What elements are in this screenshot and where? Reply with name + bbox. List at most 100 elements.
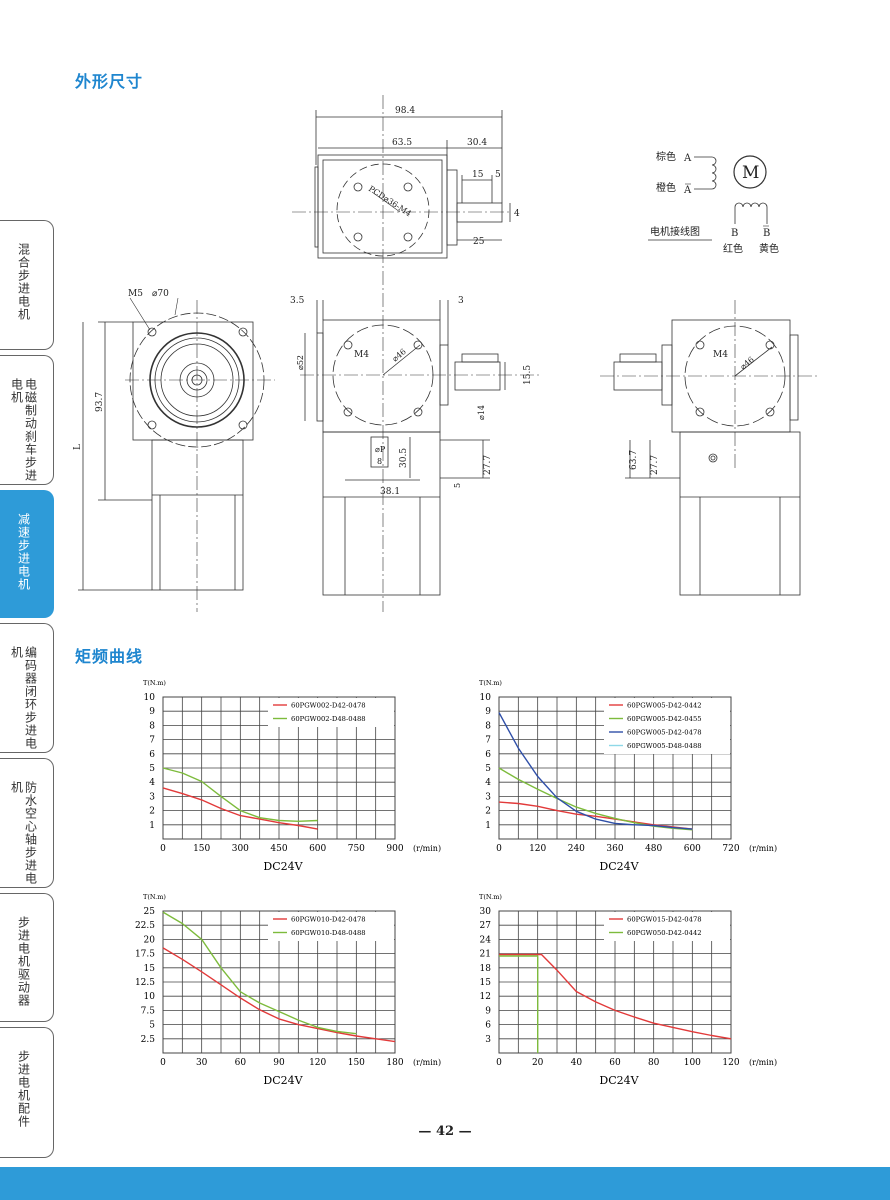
legend-label: 60PGW005-D42-0442 [627,702,702,710]
y-tick-label: 10 [144,693,156,703]
x-tick-label: 600 [309,844,326,854]
y-tick-label: 3 [485,1035,491,1045]
chart-caption: DC24V [599,860,639,872]
legend-label: 60PGW002-D48-0488 [291,715,366,723]
dim-m5: M5 [128,289,143,299]
left-view [78,297,265,591]
x-tick-label: 360 [606,844,623,854]
x-axis-label: (r/min) [749,844,777,853]
y-tick-label: 7 [149,736,155,746]
x-axis-label: (r/min) [749,1058,777,1067]
series-line-60pgw002-d48-0488 [162,767,318,822]
x-tick-label: 120 [722,1058,739,1068]
dim-27-7: 27.7 [650,455,660,475]
legend-label: 60PGW005-D48-0488 [627,742,702,750]
page-number: — 42 — [418,1124,472,1139]
y-tick-label: 3 [485,792,491,802]
x-tick-label: 720 [722,844,739,854]
x-tick-label: 90 [273,1058,285,1068]
x-tick-label: 240 [568,844,585,854]
y-tick-label: 9 [149,707,155,717]
side-tab-accessories[interactable]: 步进电机配件 [0,1027,54,1158]
side-tab-label: 混合步进电机 [16,243,31,321]
y-tick-label: 9 [485,1006,491,1016]
top-view [314,110,511,259]
wire-b: B [731,228,738,239]
y-tick-label: 2.5 [141,1035,156,1045]
dim-15: 15 [472,170,484,180]
y-tick-label: 5 [149,764,155,774]
y-tick-label: 7 [485,736,491,746]
dim-27-7: 27.7 [483,455,493,475]
wiring-diagram [648,155,769,241]
y-axis-label: T(N.m) [143,893,166,901]
legend-label: 60PGW002-D42-0478 [291,702,366,710]
side-tab-label: 防水空心轴步进电机 [9,781,38,885]
side-tab-gear-stepper[interactable]: 减速步进电机 [0,490,54,618]
y-tick-label: 6 [485,750,491,760]
y-tick-label: 6 [149,750,155,760]
y-tick-label: 8 [149,721,155,731]
chart-caption: DC24V [263,1074,303,1086]
side-tab-waterproof-stepper[interactable]: 防水空心轴步进电机 [0,758,54,888]
y-tick-label: 6 [485,1021,491,1031]
legend-box [604,698,730,754]
dim-dia52: ⌀52 [296,355,305,370]
x-axis-label: (r/min) [413,844,441,853]
y-tick-label: 15 [480,978,492,988]
y-tick-label: 18 [480,964,492,974]
legend-label: 60PGW010-D42-0478 [291,916,366,924]
side-tab-brake-stepper[interactable]: 电磁制动刹车步进电机 [0,355,54,485]
y-tick-label: 1 [149,821,155,831]
right-view [613,319,801,596]
series-line-60pgw010-d48-0488 [162,911,357,1035]
wiring-title: 电机接线图 [650,225,700,238]
side-tab-hybrid-stepper[interactable]: 混合步进电机 [0,220,54,350]
plot-border [162,910,396,1054]
side-tab-closed-loop-stepper[interactable]: 编码器闭环步进电机 [0,623,54,753]
legend-label: 60PGW005-D42-0455 [627,715,702,723]
y-tick-label: 10 [144,992,156,1002]
series-line-60pgw015-d42-0478 [499,953,732,1040]
dim-dia-p: ⌀P [375,445,386,454]
dim-5: 5 [453,483,462,488]
x-tick-label: 0 [496,844,502,854]
dim-15-5: 15.5 [523,365,533,385]
series-line-60pgw005-d42-0478 [498,712,693,830]
dim-30-5: 30.5 [399,448,409,468]
y-tick-label: 9 [485,707,491,717]
y-tick-label: 25 [144,907,156,917]
x-tick-label: 900 [386,844,403,854]
x-tick-label: 0 [496,1058,502,1068]
x-tick-label: 30 [196,1058,208,1068]
chart-caption: DC24V [599,1074,639,1086]
wire-color-brown: 棕色 [656,150,676,163]
middle-view [304,300,506,596]
plot-border [498,910,732,1054]
section-title-dimensions: 外形尺寸 [75,72,144,91]
y-tick-label: 8 [485,721,491,731]
x-tick-label: 450 [270,844,287,854]
y-axis-label: T(N.m) [479,893,502,901]
dim-dia14: ⌀14 [477,405,486,420]
y-tick-label: 10 [480,693,492,703]
side-tab-label: 步进电机配件 [16,1050,31,1128]
right-view-dims: M4 ⌀46 63.7 27.7 [629,350,756,475]
side-tab-stepper-driver[interactable]: 步进电机驱动器 [0,893,54,1022]
dim-63-7: 63.7 [629,450,639,470]
dim-93-7: 93.7 [95,392,105,412]
x-tick-label: 750 [348,844,365,854]
dim-m4: M4 [713,350,728,360]
wire-color-orange: 橙色 [656,181,676,194]
dim-30-4: 30.4 [467,138,487,148]
x-tick-label: 60 [609,1058,621,1068]
dim-3-5: 3.5 [290,296,305,306]
y-tick-label: 2 [149,807,155,817]
side-tab-label: 电磁制动刹车步进电机 [9,378,38,482]
section-title-torque-curves: 矩频曲线 [75,647,144,666]
y-tick-label: 4 [485,778,491,788]
legend-label: 60PGW005-D42-0478 [627,729,702,737]
